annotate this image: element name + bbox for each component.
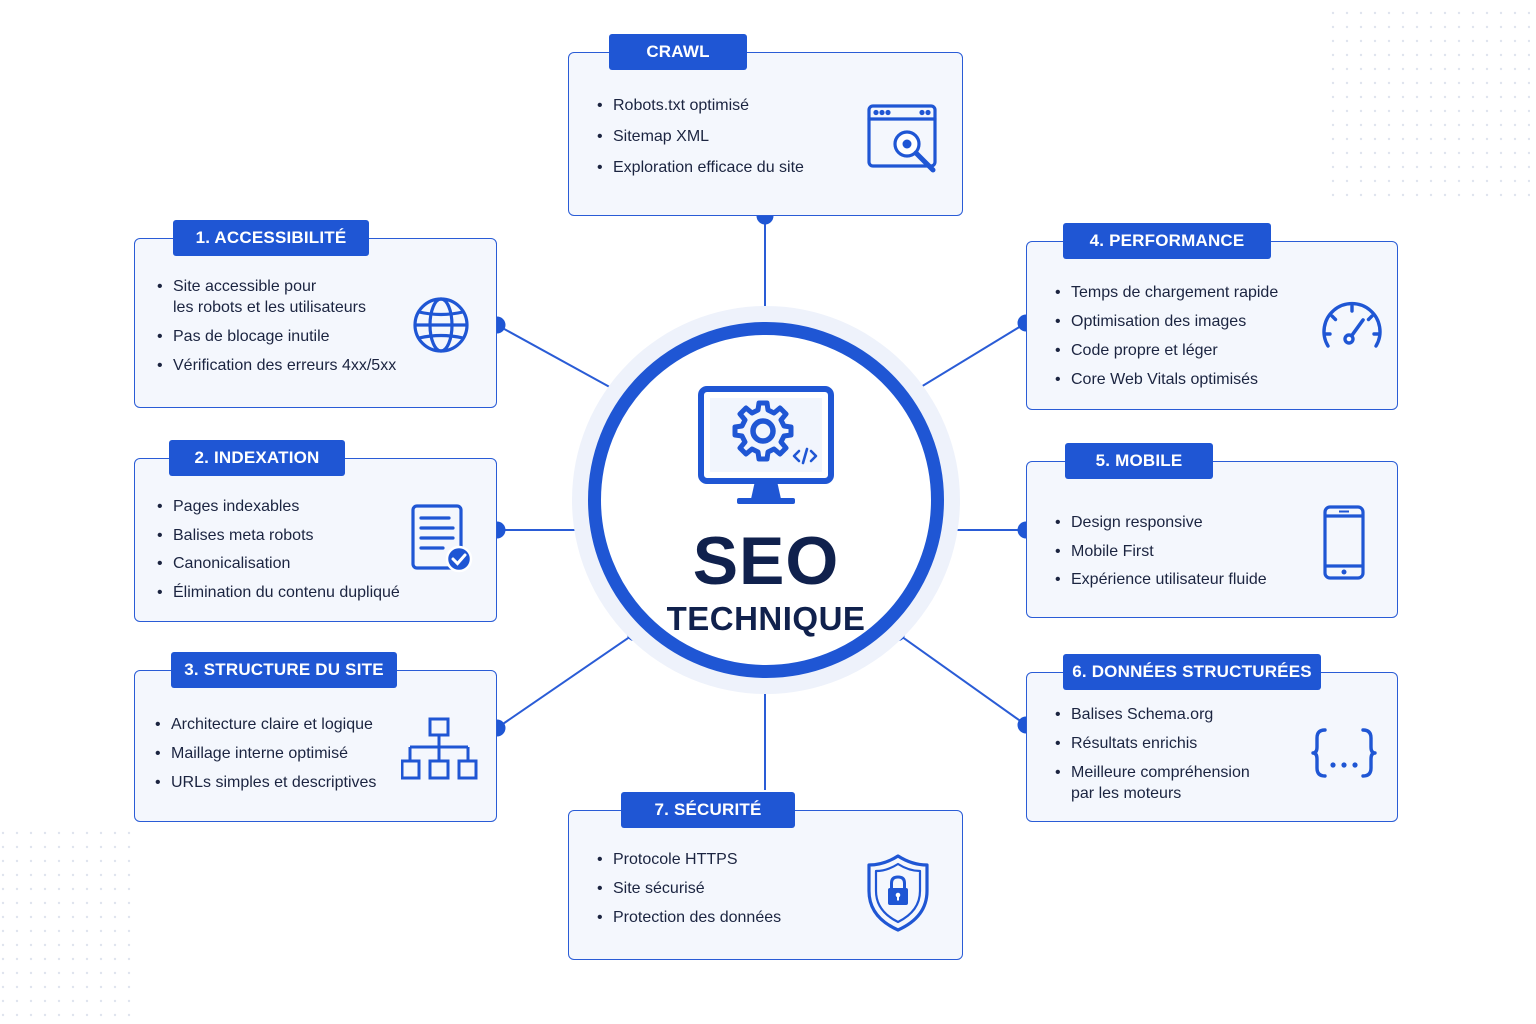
- node-donnees-hub: [891, 627, 905, 641]
- card-securite: 7. SÉCURITÉ Protocole HTTPS Site sécurisé…: [568, 792, 963, 960]
- list-item: Site sécurisé: [597, 878, 781, 899]
- card-performance-list: Temps de chargement rapideOptimisation d…: [1055, 282, 1278, 390]
- sitemap-tree-icon: [401, 717, 479, 781]
- card-accessibilite-list: Site accessible pour les robots et les u…: [157, 276, 396, 376]
- card-crawl: CRAWL Robots.txt optimiséSitemap XML Expl…: [568, 34, 963, 216]
- card-indexation-list: Pages indexablesBalises meta robotsCanon…: [157, 496, 400, 603]
- dot-pattern-bottom-left: [0, 830, 140, 1020]
- list-item: Mobile First: [1055, 541, 1267, 562]
- card-donnees: 6. DONNÉES STRUCTURÉES Balises Schema.or…: [1026, 654, 1398, 822]
- card-donnees-list: Balises Schema.orgRésultats enrichisMeil…: [1055, 704, 1250, 804]
- card-performance-label: 4. PERFORMANCE: [1063, 223, 1271, 259]
- card-structure: 3. STRUCTURE DU SITE Architecture claire…: [134, 652, 497, 822]
- card-structure-list: Architecture claire et logiqueMaillage i…: [155, 714, 376, 793]
- list-item: Code propre et léger: [1055, 340, 1278, 361]
- list-item: Maillage interne optimisé: [155, 743, 376, 764]
- list-item: Core Web Vitals optimisés: [1055, 369, 1278, 390]
- list-item: Meilleure compréhension par les moteurs: [1055, 762, 1250, 804]
- list-item: Balises meta robots: [157, 525, 400, 546]
- browser-search-icon: [867, 103, 939, 177]
- list-item: Expérience utilisateur fluide: [1055, 569, 1267, 590]
- list-item: Vérification des erreurs 4xx/5xx: [157, 355, 396, 376]
- list-item: Exploration efficace du site: [597, 157, 804, 178]
- card-crawl-list: Robots.txt optimiséSitemap XML Exploratio…: [597, 95, 804, 178]
- shield-lock-icon: [866, 853, 930, 933]
- smartphone-icon: [1322, 504, 1366, 582]
- connector-accessibilite: [496, 324, 627, 397]
- speedometer-icon: [1320, 298, 1384, 350]
- monitor-gear-code-icon: [697, 385, 835, 518]
- list-item: URLs simples et descriptives: [155, 772, 376, 793]
- hub-title: SEO: [692, 523, 840, 599]
- connector-performance: [905, 322, 1027, 397]
- card-securite-list: Protocole HTTPS Site sécuriséProtection d…: [597, 849, 781, 928]
- connector-structure: [496, 633, 635, 729]
- card-accessibilite: 1. ACCESSIBILITÉ Site accessible pour le…: [134, 220, 497, 408]
- list-item: Design responsive: [1055, 512, 1267, 533]
- card-structure-label: 3. STRUCTURE DU SITE: [171, 652, 397, 688]
- card-performance: 4. PERFORMANCE Temps de chargement rapid…: [1026, 223, 1398, 410]
- list-item: Pas de blocage inutile: [157, 326, 396, 347]
- list-item: Temps de chargement rapide: [1055, 282, 1278, 303]
- card-mobile-label: 5. MOBILE: [1065, 443, 1213, 479]
- list-item: Site accessible pour les robots et les u…: [157, 276, 396, 318]
- list-item: Canonicalisation: [157, 553, 400, 574]
- list-item: Sitemap XML: [597, 126, 804, 147]
- list-item: Pages indexables: [157, 496, 400, 517]
- list-item: Optimisation des images: [1055, 311, 1278, 332]
- document-check-icon: [409, 503, 475, 575]
- list-item: Protection des données: [597, 907, 781, 928]
- card-indexation: 2. INDEXATION Pages indexablesBalises me…: [134, 440, 497, 622]
- card-crawl-label: CRAWL: [609, 34, 747, 70]
- card-mobile-list: Design responsiveMobile FirstExpérience …: [1055, 512, 1267, 590]
- list-item: Résultats enrichis: [1055, 733, 1250, 754]
- node-structure-hub: [627, 627, 641, 641]
- globe-icon: [411, 295, 471, 355]
- curly-braces-icon: [1311, 727, 1377, 779]
- list-item: Élimination du contenu dupliqué: [157, 582, 400, 603]
- card-securite-label: 7. SÉCURITÉ: [621, 792, 795, 828]
- card-indexation-label: 2. INDEXATION: [169, 440, 345, 476]
- card-donnees-label: 6. DONNÉES STRUCTURÉES: [1063, 654, 1321, 690]
- dot-pattern-top-right: [1330, 10, 1530, 200]
- card-accessibilite-label: 1. ACCESSIBILITÉ: [173, 220, 369, 256]
- center-hub: SEO TECHNIQUE: [588, 322, 944, 678]
- connector-donnees: [897, 633, 1027, 726]
- list-item: Robots.txt optimisé: [597, 95, 804, 116]
- hub-subtitle: TECHNIQUE: [666, 600, 866, 637]
- card-mobile: 5. MOBILE Design responsiveMobile FirstE…: [1026, 443, 1398, 618]
- list-item: Architecture claire et logique: [155, 714, 376, 735]
- list-item: Protocole HTTPS: [597, 849, 781, 870]
- list-item: Balises Schema.org: [1055, 704, 1250, 725]
